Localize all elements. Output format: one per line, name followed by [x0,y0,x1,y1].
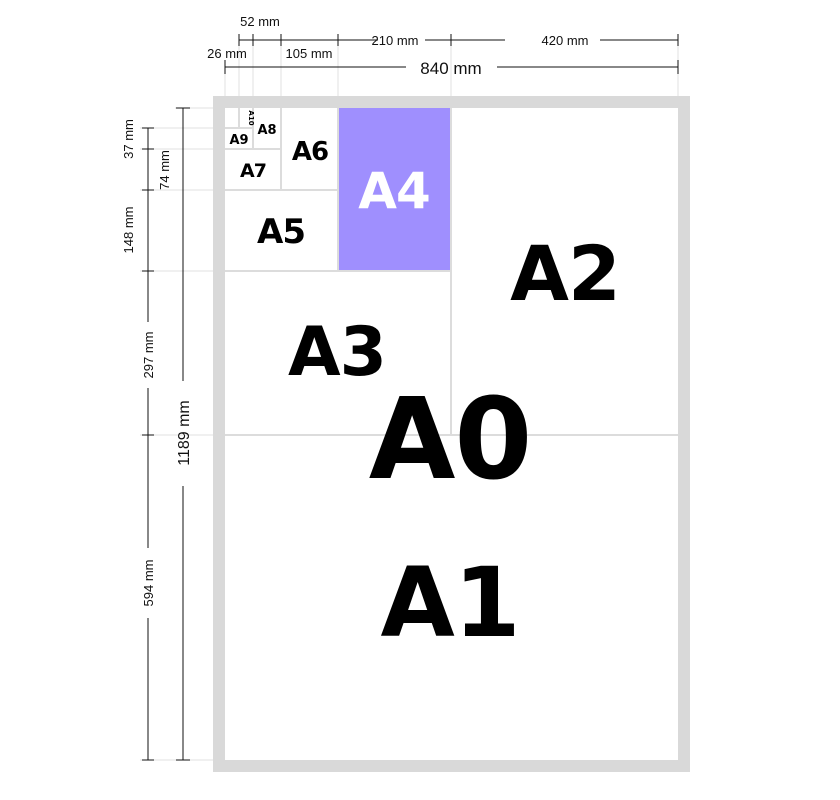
label-a1: A1 [380,547,519,659]
height-dimensions [142,107,190,761]
label-a2: A2 [510,229,620,318]
label-a3: A3 [288,313,386,392]
label-a8: A8 [257,123,276,138]
width-label-210: 210 mm [372,33,419,48]
width-label-105: 105 mm [286,46,333,61]
height-label-37: 37 mm [121,119,136,159]
label-a9: A9 [229,133,248,148]
label-a6: A6 [292,137,328,167]
a4-sheet-highlight [338,108,451,271]
width-dimensions [224,34,679,74]
label-a0: A0 [369,375,532,505]
label-a5: A5 [257,212,305,252]
width-label-840: 840 mm [420,59,481,78]
height-label-1189: 1189 mm [176,400,193,466]
label-a4: A4 [358,162,430,220]
height-label-594: 594 mm [141,560,156,607]
width-label-52: 52 mm [240,14,280,29]
sheet-dividers [225,108,678,436]
label-a7: A7 [240,160,266,182]
width-label-26: 26 mm [207,46,247,61]
height-label-297: 297 mm [141,332,156,379]
label-a10: A10 [247,110,255,125]
height-label-74: 74 mm [157,150,172,190]
width-label-420: 420 mm [542,33,589,48]
height-label-148: 148 mm [121,207,136,254]
